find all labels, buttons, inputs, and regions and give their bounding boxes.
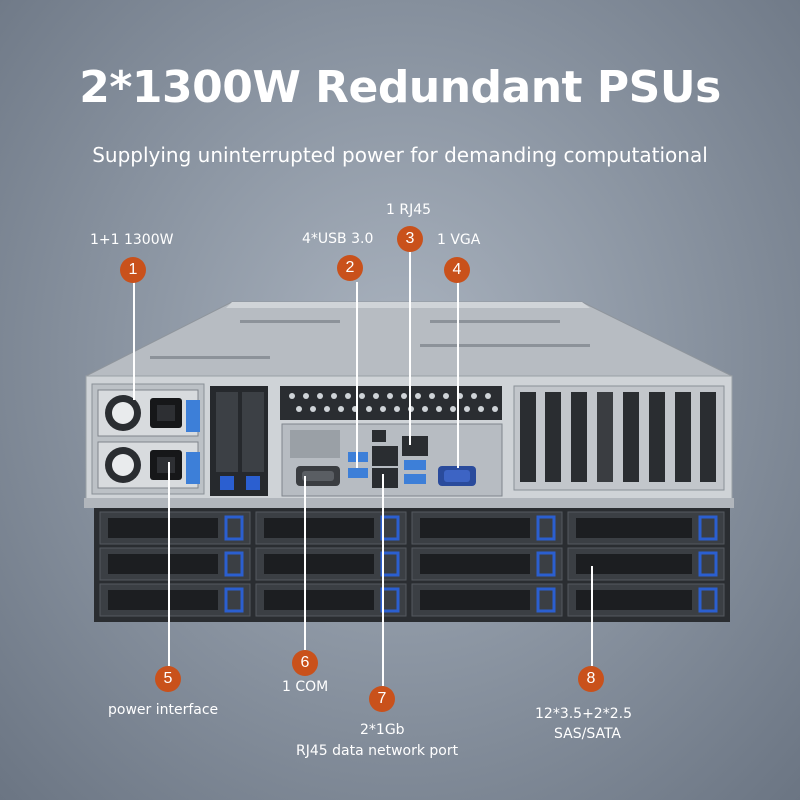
pcie-slots [513,385,725,491]
callout-label-3: 1 RJ45 [386,202,432,218]
callout-line-3 [409,251,411,445]
callout-label-8-line1: 12*3.5+2*2.5 [535,706,632,722]
callout-label-8-line2: SAS/SATA [554,726,622,742]
callout-label-1: 1+1 1300W [90,232,174,248]
drive-bays [94,508,730,622]
psu-unit-1 [97,389,200,437]
callout-label-7-line2: RJ45 data network port [296,743,459,759]
callout-badge-7: 7 [369,686,395,712]
rear-2.5-bays [210,386,268,496]
callout-label-2: 4*USB 3.0 [302,231,374,247]
page-title: 2*1300W Redundant PSUs [79,62,721,113]
callout-badge-2: 2 [337,255,363,281]
callout-line-2 [356,282,358,468]
callout-label-7-line1: 2*1Gb [360,722,405,738]
callout-line-8 [591,566,593,666]
callout-line-4 [457,282,459,468]
callout-badge-1: 1 [120,257,146,283]
callout-line-5 [168,462,170,666]
io-panel [281,423,503,497]
callout-label-6: 1 COM [282,679,329,695]
callout-line-7 [382,474,384,686]
callout-badge-3: 3 [397,226,423,252]
callout-line-6 [304,476,306,650]
callout-badge-4: 4 [444,257,470,283]
callout-label-4: 1 VGA [437,232,481,248]
psu-unit-2 [97,441,200,489]
callout-label-5: power interface [108,702,219,718]
callout-line-1 [133,282,135,400]
page-subtitle: Supplying uninterrupted power for demand… [92,143,708,167]
callout-badge-8: 8 [578,666,604,692]
callout-badge-6: 6 [292,650,318,676]
callout-badge-5: 5 [155,666,181,692]
